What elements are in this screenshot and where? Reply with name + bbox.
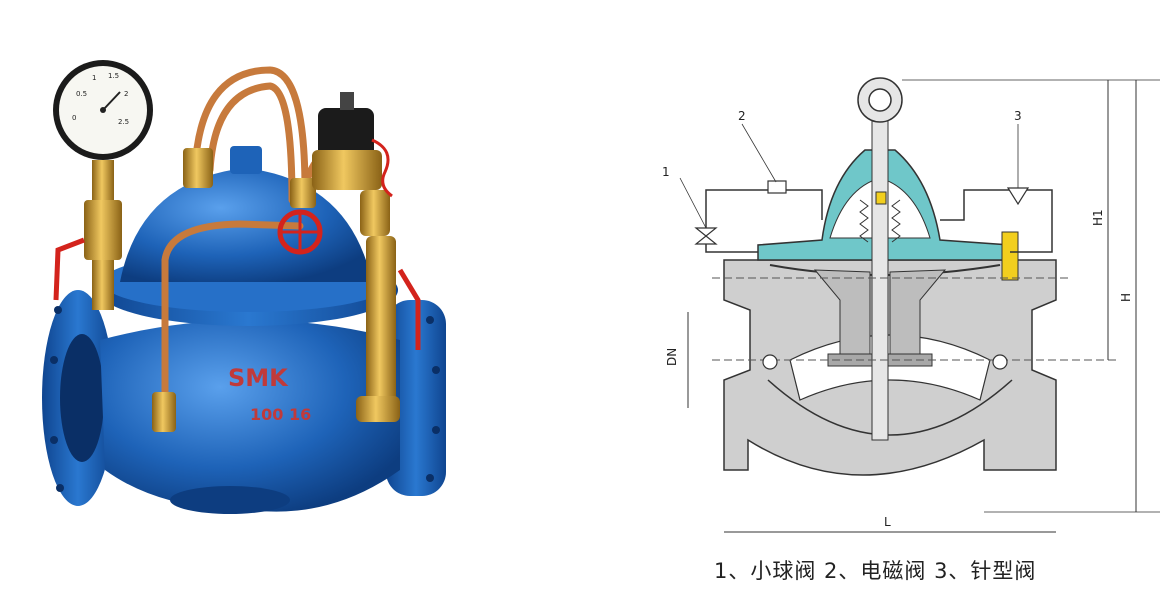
model-mark: 100 16 <box>250 405 311 424</box>
valve-stem <box>871 119 889 441</box>
brass-fitting <box>290 178 316 208</box>
gauge-mark: 0.5 <box>76 90 87 98</box>
section-drawing: 1 2 3 DN L H1 H <box>662 77 1160 533</box>
dim-h: H <box>1119 293 1133 302</box>
valve-body <box>100 320 400 512</box>
needle-valve-body <box>1001 231 1019 281</box>
callout-label: 3 <box>1014 109 1022 123</box>
gauge-mark: 0 <box>72 114 76 122</box>
handwheel-icon <box>277 209 323 255</box>
dim-dn: DN <box>665 348 679 366</box>
brand-mark: SMK <box>228 364 289 392</box>
filter-pipe <box>356 190 400 422</box>
dim-h1: H1 <box>1091 209 1105 226</box>
ball-valve-symbol-icon <box>694 227 718 245</box>
left-flange <box>42 290 114 506</box>
callout-label: 2 <box>738 109 746 123</box>
guide-bushing <box>875 191 887 205</box>
gauge-mark: 2 <box>124 90 128 98</box>
valve-photo: 0 0.5 1 1.5 2 2.5 SMK 100 16 <box>42 60 446 514</box>
ball-valve-handle-icon <box>397 268 421 350</box>
callout-label: 1 <box>662 165 670 179</box>
right-flange <box>386 300 446 496</box>
dim-l: L <box>884 515 891 529</box>
solenoid-valve-symbol-icon <box>767 180 787 194</box>
solenoid-valve <box>312 92 393 198</box>
brass-fitting <box>183 148 213 188</box>
needle-valve-symbol-icon <box>1006 187 1030 206</box>
brass-fitting <box>152 392 176 432</box>
pressure-gauge: 0 0.5 1 1.5 2 2.5 <box>53 60 153 310</box>
gauge-mark: 2.5 <box>118 118 129 126</box>
gauge-mark: 1 <box>92 74 96 82</box>
legend-caption: 1、小球阀 2、电磁阀 3、针型阀 <box>714 559 1037 583</box>
pilot-line <box>705 189 823 253</box>
gauge-mark: 1.5 <box>108 72 119 80</box>
ball-valve-handle-icon <box>53 237 85 301</box>
